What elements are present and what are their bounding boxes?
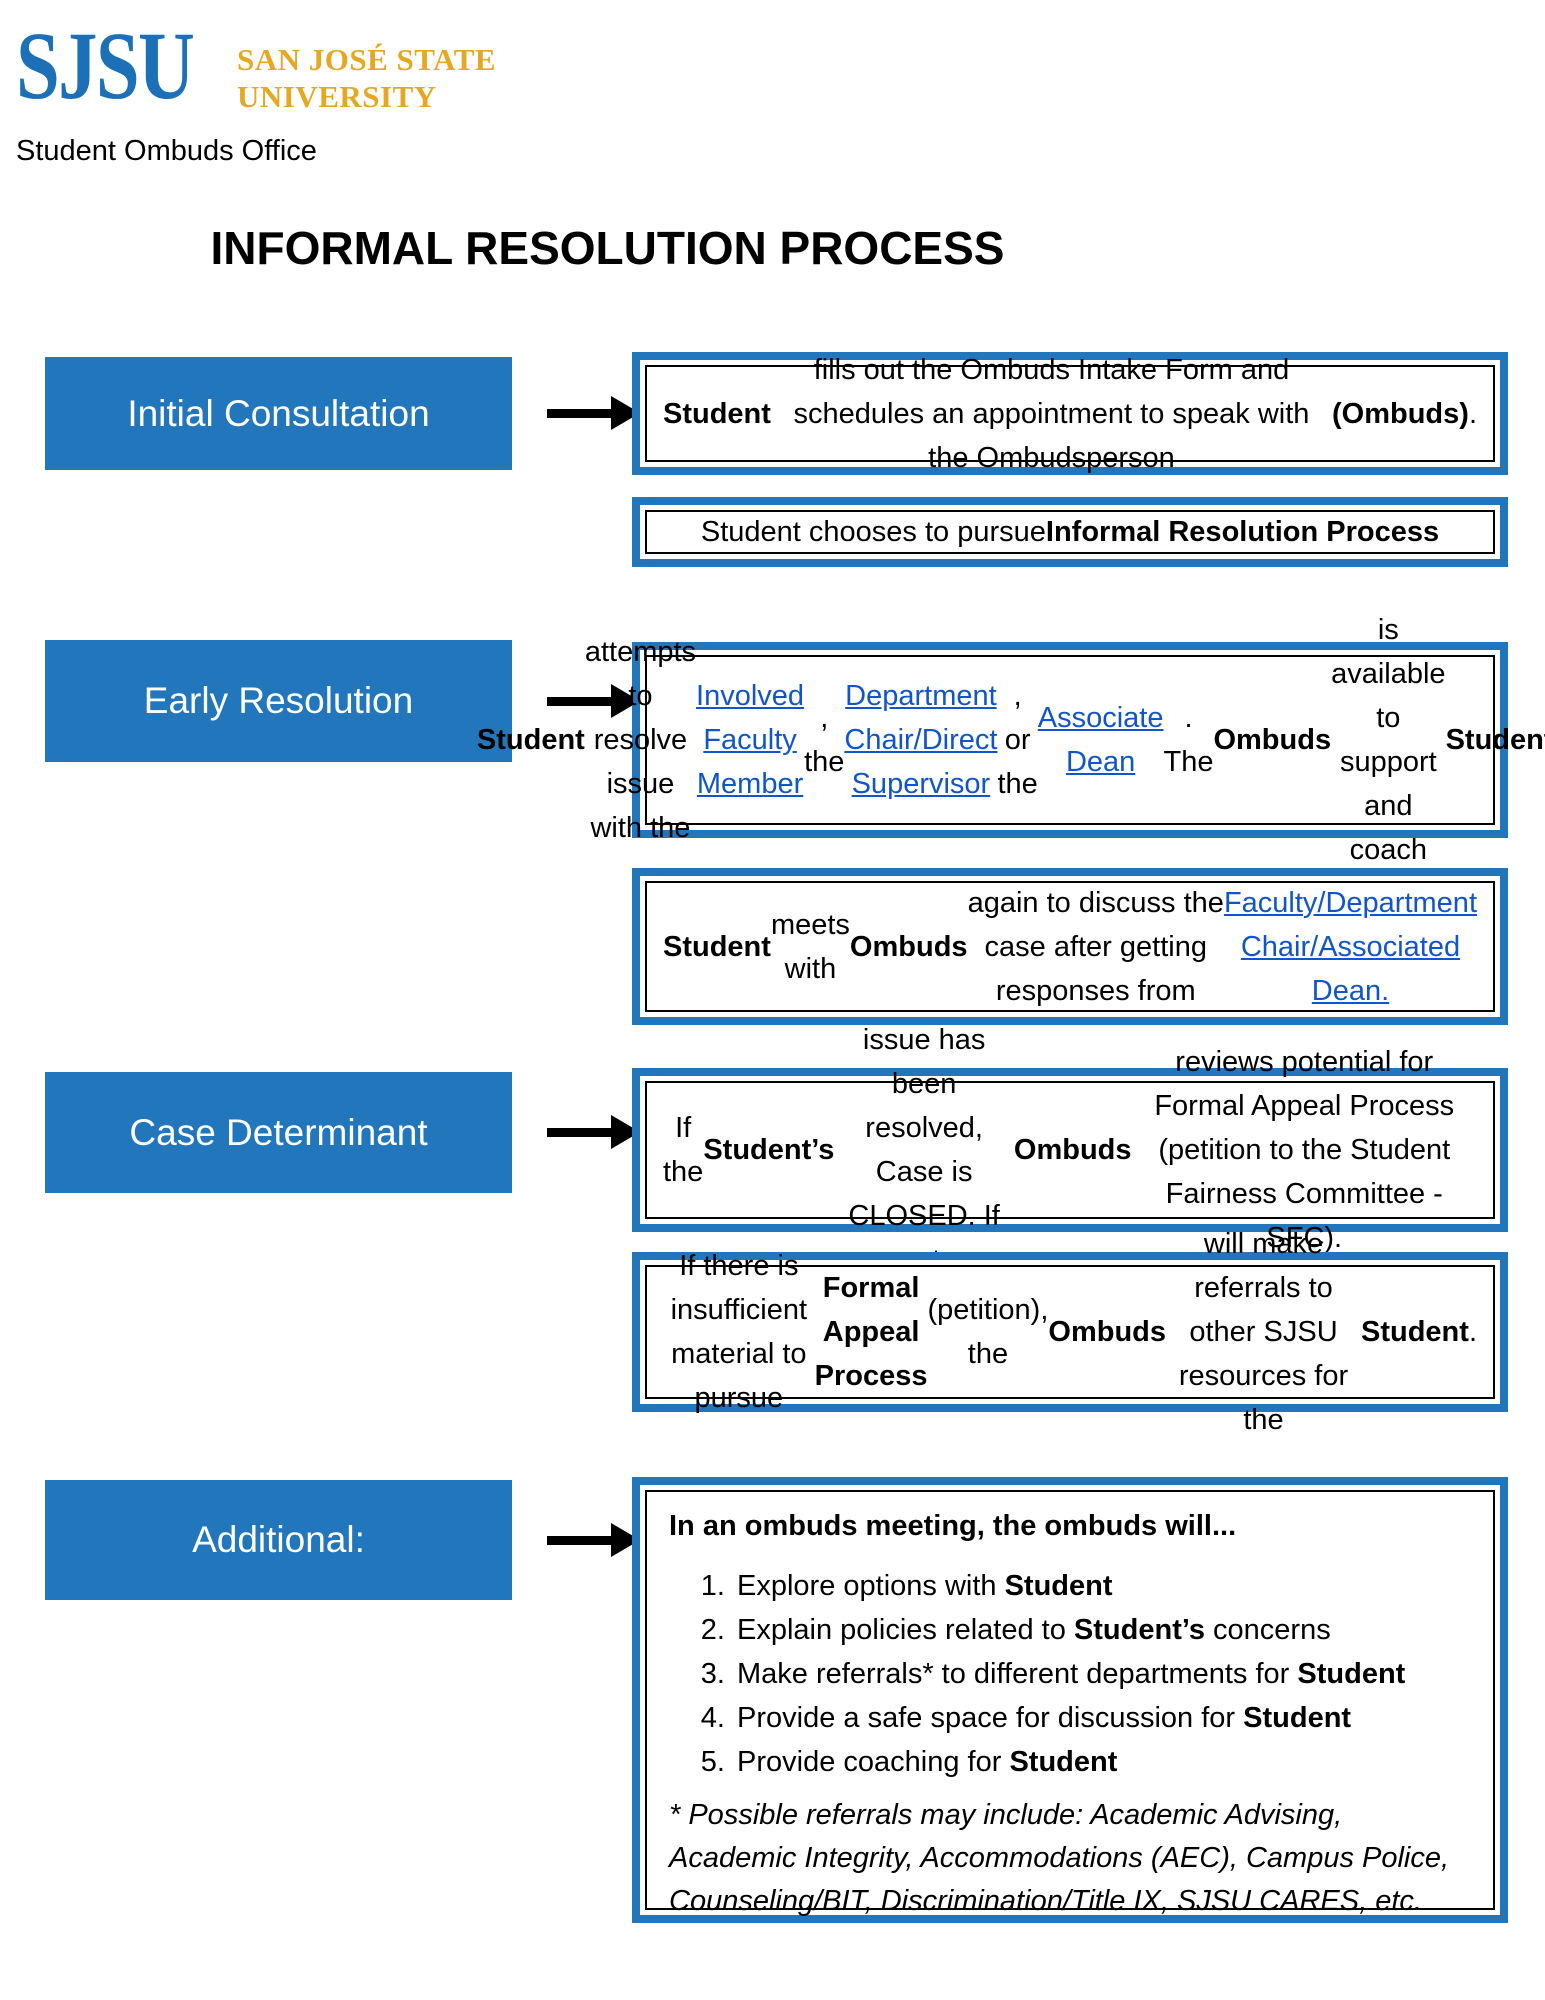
stage-label: Additional: <box>192 1519 365 1560</box>
text-run: Student <box>663 397 771 430</box>
list-item: Provide coaching for Student <box>733 1740 1471 1784</box>
step-text: Student fills out the Ombuds Intake Form… <box>645 354 1495 474</box>
step-box-informal-choice: Student chooses to pursue Informal Resol… <box>632 497 1508 567</box>
text-run: Provide coaching for <box>737 1746 1010 1778</box>
sjsu-logo: SJSU <box>16 12 195 119</box>
step-box-resolution-attempt: Student attempts to resolve issue with t… <box>477 614 1545 866</box>
logo-line-2: UNIVERSITY <box>237 79 437 114</box>
stage-additional: Additional: <box>45 1480 512 1600</box>
text-run: Make referrals* to different departments… <box>737 1658 1298 1690</box>
text-run: Ombuds <box>1048 1316 1167 1348</box>
text-run: . <box>1468 1316 1477 1348</box>
text-run: Student <box>1361 1316 1469 1348</box>
arrow-shaft <box>547 1128 613 1137</box>
flow-arrow <box>547 1523 640 1557</box>
list-item: Provide a safe space for discussion for … <box>733 1696 1471 1740</box>
text-run: (petition), the <box>927 1294 1049 1370</box>
text-run: fills out the Ombuds Intake Form and sch… <box>793 353 1310 474</box>
text-run: Student <box>1004 1570 1113 1602</box>
text-run: Explain policies related to <box>737 1614 1074 1646</box>
text-run: Student <box>1445 724 1545 756</box>
text-run: Student <box>1243 1702 1352 1734</box>
text-run: will make referrals to other SJSU resour… <box>1178 1228 1349 1436</box>
text-run: again to discuss the case after getting … <box>967 886 1224 1007</box>
logo-line-1: SAN JOSÉ STATE <box>237 42 497 77</box>
step-box-case-outcome: If the Student’s issue has been resolved… <box>632 1024 1508 1276</box>
stage-label: Early Resolution <box>143 680 414 721</box>
stage-label: Initial Consultation <box>127 392 430 434</box>
text-run: . <box>1468 397 1477 430</box>
stage-label: Case Determinant <box>129 1111 428 1153</box>
stage-early-resolution: Early Resolution <box>45 640 512 762</box>
text-run: Provide a safe space for discussion for <box>737 1702 1244 1734</box>
text-run: Informal Resolution Process <box>1045 516 1440 548</box>
list-item: Make referrals* to different departments… <box>733 1652 1471 1696</box>
text-run: issue has been resolved, Case is CLOSED.… <box>848 1024 1000 1276</box>
step-box-referrals: If there is insufficient material to pur… <box>632 1228 1508 1436</box>
additional-box: In an ombuds meeting, the ombuds will...… <box>632 1477 1508 1923</box>
step-text: Student chooses to pursue Informal Resol… <box>645 510 1495 554</box>
text-run: If the <box>663 1112 704 1188</box>
text-run: concerns <box>1204 1614 1331 1646</box>
step-box-ombuds-followup: Student meets with Ombuds again to discu… <box>632 868 1508 1025</box>
text-run: * Possible referrals may include: Academ… <box>669 1799 1450 1917</box>
text-run: Explore options with <box>737 1570 1005 1602</box>
step-text: Student meets with Ombuds again to discu… <box>645 881 1495 1012</box>
text-link[interactable]: Department Chair/Direct Supervisor <box>844 680 998 800</box>
step-box-intake-form: Student fills out the Ombuds Intake Form… <box>632 352 1508 475</box>
step-text: Student attempts to resolve issue with t… <box>477 614 1545 866</box>
text-run: is available to support and coach <box>1331 614 1446 866</box>
list-item: Explore options with Student <box>733 1564 1471 1608</box>
text-run: Student chooses to pursue <box>700 516 1046 548</box>
office-name: Student Ombuds Office <box>16 135 317 167</box>
arrow-shaft <box>547 697 613 706</box>
step-text: If the Student’s issue has been resolved… <box>645 1024 1495 1276</box>
text-run: Ombuds <box>849 930 968 963</box>
referrals-footnote: * Possible referrals may include: Academ… <box>669 1794 1471 1923</box>
text-run: Student <box>1297 1658 1406 1690</box>
text-run: Ombuds <box>1013 1134 1132 1166</box>
sjsu-logo-wordmark: SAN JOSÉ STATE UNIVERSITY <box>237 41 496 115</box>
text-run: Student <box>1009 1746 1118 1778</box>
text-run: If there is insufficient material to pur… <box>670 1250 808 1414</box>
additional-intro: In an ombuds meeting, the ombuds will... <box>669 1504 1471 1548</box>
text-link[interactable]: Involved Faculty Member <box>696 680 805 800</box>
additional-content: In an ombuds meeting, the ombuds will...… <box>645 1490 1495 1917</box>
stage-case-determinant: Case Determinant <box>45 1072 512 1193</box>
text-run: meets with <box>770 908 850 985</box>
arrow-shaft <box>547 1536 613 1545</box>
text-run: Student’s <box>1073 1614 1205 1646</box>
text-run: reviews potential for Formal Appeal Proc… <box>1154 1046 1455 1254</box>
text-run: . The <box>1163 702 1214 778</box>
arrow-shaft <box>547 409 613 418</box>
text-run: Student’s <box>703 1134 835 1166</box>
list-item: Explain policies related to Student’s co… <box>733 1608 1471 1652</box>
text-run: Formal Appeal Process <box>814 1272 928 1392</box>
text-link[interactable]: Associate Dean <box>1037 702 1164 778</box>
text-run: (Ombuds) <box>1332 397 1469 430</box>
flow-arrow <box>547 396 640 430</box>
text-run: Student <box>476 724 585 756</box>
text-run: Student <box>663 930 771 963</box>
text-run: , or the <box>997 680 1038 800</box>
text-run: In an ombuds meeting, the ombuds will... <box>669 1510 1237 1542</box>
step-text: If there is insufficient material to pur… <box>645 1228 1495 1436</box>
flow-arrow <box>547 1115 640 1149</box>
text-run: , the <box>804 702 845 778</box>
page-title: INFORMAL RESOLUTION PROCESS <box>210 222 1005 274</box>
text-run: attempts to resolve issue with the <box>584 636 697 844</box>
text-link[interactable]: Faculty/Department Chair/Associated Dean… <box>1223 886 1477 1007</box>
stage-initial-consultation: Initial Consultation <box>45 357 512 470</box>
text-run: Ombuds <box>1213 724 1332 756</box>
ombuds-actions-list: Explore options with Student Explain pol… <box>669 1564 1471 1784</box>
